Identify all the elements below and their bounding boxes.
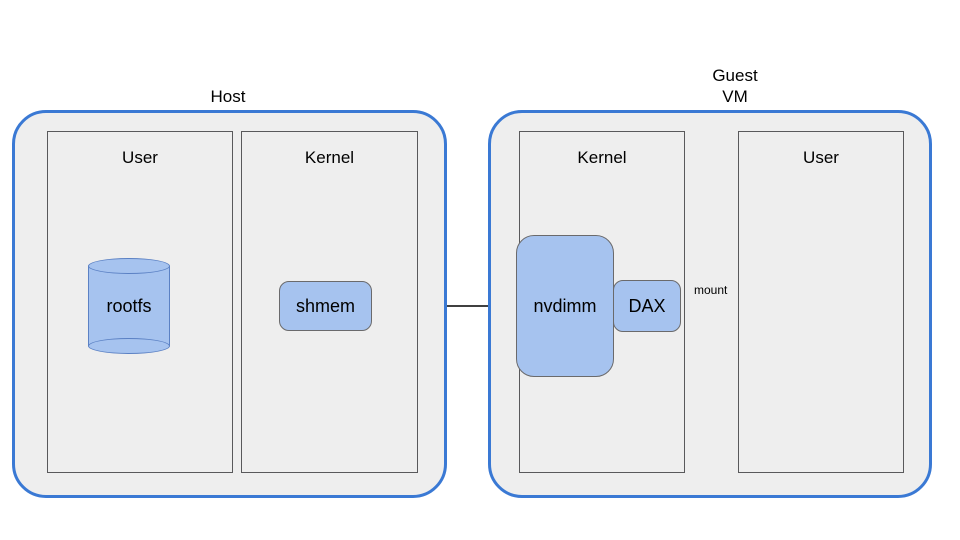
guest-user-panel: User xyxy=(738,131,904,473)
host-zone: User Kernel xyxy=(12,110,447,498)
dax-node[interactable]: DAX xyxy=(613,280,681,332)
guest-user-panel-label: User xyxy=(803,148,839,167)
host-zone-caption: Host xyxy=(210,87,246,106)
mount-edge-label: mount xyxy=(694,283,728,297)
cylinder-bottom-ellipse xyxy=(88,338,170,354)
shmem-node[interactable]: shmem xyxy=(279,281,372,331)
nvdimm-node-label: nvdimm xyxy=(533,295,597,316)
shmem-node-label: shmem xyxy=(295,295,355,316)
host-kernel-panel: Kernel xyxy=(241,131,418,473)
rootfs-node-label: rootfs xyxy=(106,295,152,316)
nvdimm-node[interactable]: nvdimm xyxy=(516,235,614,377)
host-user-panel-label: User xyxy=(122,148,158,167)
cylinder-top-ellipse xyxy=(88,258,170,274)
guest-kernel-panel-label: Kernel xyxy=(577,148,627,167)
host-kernel-panel-label: Kernel xyxy=(304,148,355,167)
dax-node-label: DAX xyxy=(628,295,666,316)
guest-zone-caption: Guest VM xyxy=(712,66,758,106)
rootfs-node[interactable]: rootfs xyxy=(88,258,170,354)
cylinder-body xyxy=(88,266,170,346)
